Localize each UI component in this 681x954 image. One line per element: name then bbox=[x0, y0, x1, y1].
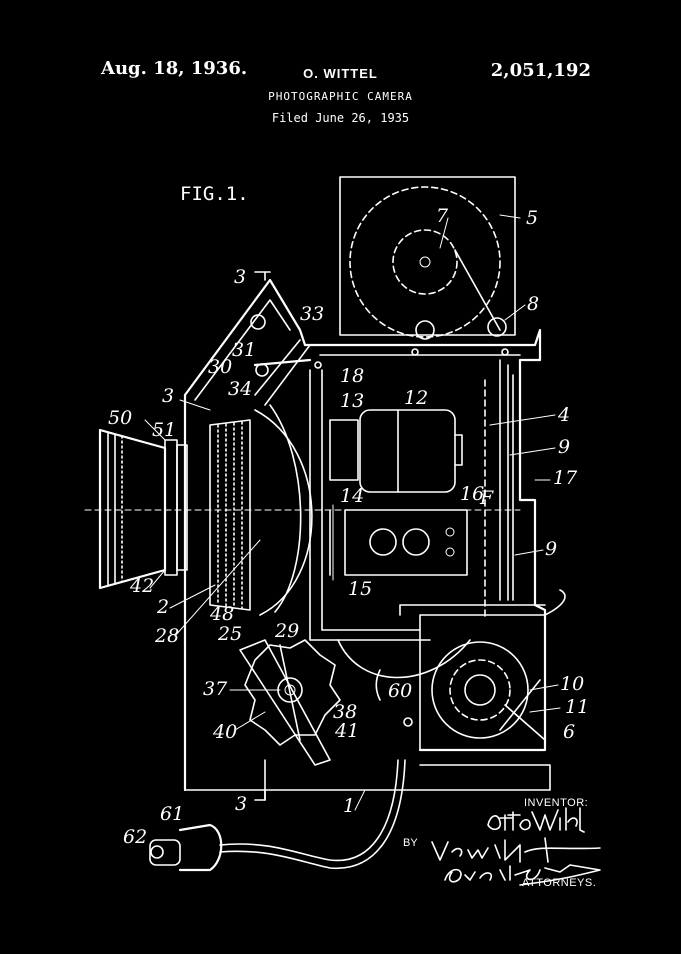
numeral-17: 17 bbox=[553, 467, 578, 489]
numeral-5: 5 bbox=[526, 207, 538, 229]
shutter-mechanism bbox=[329, 504, 468, 581]
inventor-name: O. WITTEL bbox=[303, 66, 378, 81]
numeral-8: 8 bbox=[527, 293, 539, 315]
section-marker-top bbox=[254, 271, 271, 281]
figure-label: FIG.1. bbox=[180, 183, 249, 205]
numeral-31: 31 bbox=[232, 339, 256, 361]
lens-barrel bbox=[98, 428, 188, 590]
lens-housing bbox=[183, 278, 551, 801]
numeral-38: 38 bbox=[333, 701, 357, 723]
attorneys-label: ATTORNEYS. bbox=[522, 877, 597, 889]
film-magazine bbox=[339, 176, 516, 340]
numeral-28: 28 bbox=[154, 625, 179, 647]
numeral-25: 25 bbox=[217, 623, 242, 645]
numeral-11: 11 bbox=[565, 696, 589, 718]
numeral-34: 34 bbox=[228, 378, 252, 400]
take-up-spool bbox=[431, 641, 546, 741]
crank-handle bbox=[544, 589, 566, 616]
film-path bbox=[337, 639, 471, 679]
screw bbox=[403, 717, 413, 727]
numeral-62: 62 bbox=[123, 826, 147, 848]
numeral-42: 42 bbox=[129, 575, 154, 597]
numeral-3b: 3 bbox=[162, 385, 174, 407]
numeral-40: 40 bbox=[212, 721, 237, 743]
numeral-15: 15 bbox=[348, 578, 372, 600]
numeral-48: 48 bbox=[209, 603, 234, 625]
filed-date: Filed June 26, 1935 bbox=[271, 111, 410, 125]
numeral-9a: 9 bbox=[558, 436, 570, 458]
numeral-50: 50 bbox=[108, 407, 132, 429]
patent-title: PHOTOGRAPHIC CAMERA bbox=[268, 90, 413, 103]
numeral-10: 10 bbox=[560, 673, 584, 695]
spring-60 bbox=[375, 669, 381, 701]
numeral-2: 2 bbox=[156, 596, 169, 618]
numeral-30: 30 bbox=[208, 356, 232, 378]
camera-housing bbox=[303, 328, 547, 752]
by-label: BY bbox=[403, 837, 418, 849]
numeral-29: 29 bbox=[274, 620, 299, 642]
signatures bbox=[431, 807, 601, 886]
section-marker-bottom bbox=[254, 789, 266, 801]
numeral-33: 33 bbox=[300, 303, 324, 325]
numeral-16: 16 bbox=[460, 483, 484, 505]
numeral-14: 14 bbox=[340, 485, 364, 507]
numeral-4: 4 bbox=[557, 404, 570, 426]
numeral-3c: 3 bbox=[235, 793, 247, 815]
numeral-7: 7 bbox=[436, 205, 449, 227]
numeral-18: 18 bbox=[340, 365, 364, 387]
numeral-9b: 9 bbox=[545, 538, 557, 560]
numeral-61: 61 bbox=[160, 803, 184, 825]
numeral-12: 12 bbox=[404, 387, 428, 409]
numeral-41: 41 bbox=[334, 720, 359, 742]
numeral-37: 37 bbox=[203, 678, 228, 700]
reference-numerals: 3 33 7 5 8 31 30 18 34 3 12 13 4 50 51 9… bbox=[108, 205, 589, 848]
numeral-13: 13 bbox=[340, 390, 364, 412]
leader-lines bbox=[144, 214, 561, 811]
motor bbox=[329, 409, 463, 493]
numeral-3a: 3 bbox=[234, 266, 246, 288]
numeral-51: 51 bbox=[152, 419, 176, 441]
numeral-1: 1 bbox=[343, 795, 355, 817]
cable-release bbox=[149, 759, 406, 872]
patent-number: 2,051,192 bbox=[490, 60, 591, 81]
inventor-label: INVENTOR: bbox=[524, 797, 589, 809]
numeral-60: 60 bbox=[388, 680, 412, 702]
numeral-6: 6 bbox=[563, 721, 575, 743]
patent-date: Aug. 18, 1936. bbox=[101, 58, 248, 79]
numeral-F: F bbox=[479, 487, 494, 509]
